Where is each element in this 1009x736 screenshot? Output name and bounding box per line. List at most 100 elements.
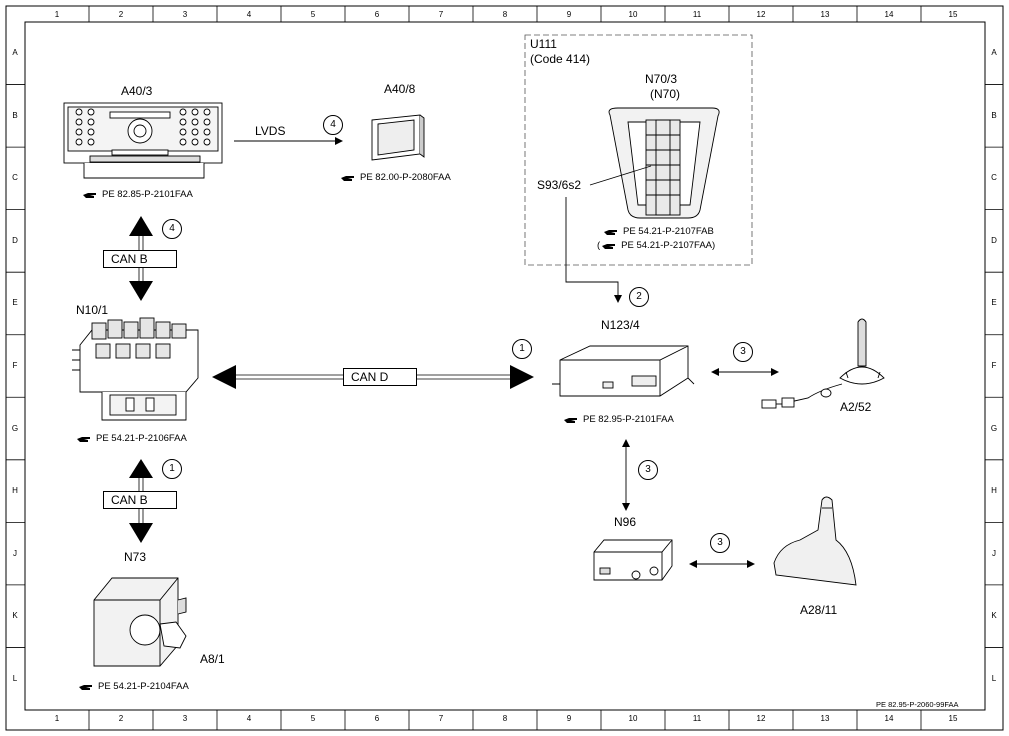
n10-1-reference-text: PE 54.21-P-2106FAA	[96, 433, 187, 444]
grid-column-label: 15	[948, 10, 958, 19]
hand-pointer-icon	[602, 243, 616, 249]
hand-pointer-icon	[564, 417, 577, 423]
s93-6s2-label: S93/6s2	[537, 178, 582, 192]
grid-row-label: C	[12, 173, 18, 183]
grid-row-label: A	[12, 48, 18, 58]
n10-1-reference[interactable]: PE 54.21-P-2106FAA	[76, 433, 187, 445]
can-d-label: CAN D	[343, 368, 417, 386]
lvds-label: LVDS	[255, 124, 286, 138]
a40-3-reference[interactable]: PE 82.85-P-2101FAA	[82, 189, 193, 201]
grid-column-label: 12	[756, 714, 766, 723]
a40-8-display	[371, 114, 425, 161]
a40-8-label: A40/8	[384, 82, 416, 96]
marker-n96-vertical: 3	[638, 460, 658, 480]
a8-1-label: A8/1	[200, 652, 225, 666]
n70-label: (N70)	[650, 87, 681, 101]
marker-lvds: 4	[323, 115, 343, 135]
grid-column-label: 3	[182, 10, 188, 19]
grid-column-label: 4	[246, 10, 252, 19]
grid-column-label: 3	[182, 714, 188, 723]
grid-column-label: 10	[628, 714, 638, 723]
n73-ignition-lock	[93, 577, 187, 667]
n70-reference-1-text: PE 54.21-P-2107FAB	[623, 226, 714, 237]
grid-ticks	[6, 6, 1003, 730]
can-b-bottom-label: CAN B	[103, 491, 177, 509]
grid-row-label: B	[991, 110, 997, 120]
grid-row-label: J	[992, 548, 996, 558]
grid-row-label: L	[12, 673, 18, 683]
n96-module	[593, 539, 673, 581]
grid-column-label: 7	[438, 714, 444, 723]
grid-row-label: A	[991, 48, 997, 58]
a40-8-reference-text: PE 82.00-P-2080FAA	[360, 172, 451, 183]
a40-3-reference-text: PE 82.85-P-2101FAA	[102, 189, 193, 200]
grid-column-label: 2	[118, 714, 124, 723]
grid-column-label: 13	[820, 10, 830, 19]
grid-column-label: 13	[820, 714, 830, 723]
marker-antenna: 3	[733, 342, 753, 362]
n70-reference-2[interactable]: ( PE 54.21-P-2107FAA)	[597, 240, 715, 252]
grid-column-label: 11	[692, 10, 702, 19]
grid-row-label: G	[990, 423, 998, 433]
n123-4-reference[interactable]: PE 82.95-P-2101FAA	[563, 414, 674, 426]
grid-row-label: C	[991, 173, 997, 183]
n70-to-n123-connection	[565, 197, 622, 303]
a40-3-head-unit	[63, 102, 223, 179]
grid-column-label: 4	[246, 714, 252, 723]
n73-label: N73	[124, 550, 147, 564]
grid-row-label: H	[991, 486, 997, 496]
grid-row-label: L	[991, 673, 997, 683]
a40-8-reference[interactable]: PE 82.00-P-2080FAA	[340, 172, 451, 184]
grid-column-label: 12	[756, 10, 766, 19]
grid-column-label: 10	[628, 10, 638, 19]
marker-can-b-bottom: 1	[162, 459, 182, 479]
n96-label: N96	[614, 515, 637, 529]
hand-pointer-icon	[79, 684, 92, 690]
grid-row-label: H	[12, 486, 18, 496]
grid-column-label: 9	[566, 10, 572, 19]
a8-1-reference-text: PE 54.21-P-2104FAA	[98, 681, 189, 692]
grid-column-label: 8	[502, 714, 508, 723]
n70-reference-2-paren: (	[597, 240, 601, 251]
a2-52-label: A2/52	[840, 400, 872, 414]
grid-column-label: 2	[118, 10, 124, 19]
hand-pointer-icon	[604, 229, 617, 235]
grid-column-label: 5	[310, 10, 316, 19]
hand-pointer-icon	[341, 175, 354, 181]
grid-row-label: B	[12, 110, 18, 120]
n70-3-control-panel	[608, 107, 720, 219]
grid-row-label: D	[12, 235, 18, 245]
grid-row-label: F	[12, 361, 18, 370]
grid-row-label: E	[12, 298, 18, 308]
u111-label: U111	[530, 37, 557, 51]
n10-1-module	[72, 317, 199, 421]
marker-can-d: 1	[512, 339, 532, 359]
a2-52-antenna	[761, 318, 885, 409]
n123-4-reference-text: PE 82.95-P-2101FAA	[583, 414, 674, 425]
grid-column-label: 5	[310, 714, 316, 723]
a8-1-reference[interactable]: PE 54.21-P-2104FAA	[78, 681, 189, 693]
grid-row-label: J	[13, 548, 17, 558]
n123-4-label: N123/4	[601, 318, 640, 332]
grid-column-label: 14	[884, 10, 894, 19]
grid-column-label: 1	[54, 10, 60, 19]
marker-n70-link: 2	[629, 287, 649, 307]
u111-group-boundary	[524, 34, 753, 266]
n70-3-label: N70/3	[645, 72, 678, 86]
grid-column-label: 8	[502, 10, 508, 19]
a28-11-shark-fin	[773, 496, 857, 586]
document-number: PE 82.95-P-2060-99FAA	[876, 700, 959, 709]
grid-row-label: K	[991, 611, 997, 621]
grid-column-label: 9	[566, 714, 572, 723]
hand-pointer-icon	[83, 192, 96, 198]
marker-n96-horizontal: 3	[710, 533, 730, 553]
grid-column-label: 6	[374, 714, 380, 723]
n10-1-label: N10/1	[76, 303, 109, 317]
grid-column-label: 6	[374, 10, 380, 19]
grid-column-label: 7	[438, 10, 444, 19]
hand-pointer-icon	[77, 436, 90, 442]
n70-reference-1[interactable]: PE 54.21-P-2107FAB	[603, 226, 714, 238]
a40-3-label: A40/3	[121, 84, 153, 98]
can-b-top-label: CAN B	[103, 250, 177, 268]
grid-row-label: E	[991, 298, 997, 308]
